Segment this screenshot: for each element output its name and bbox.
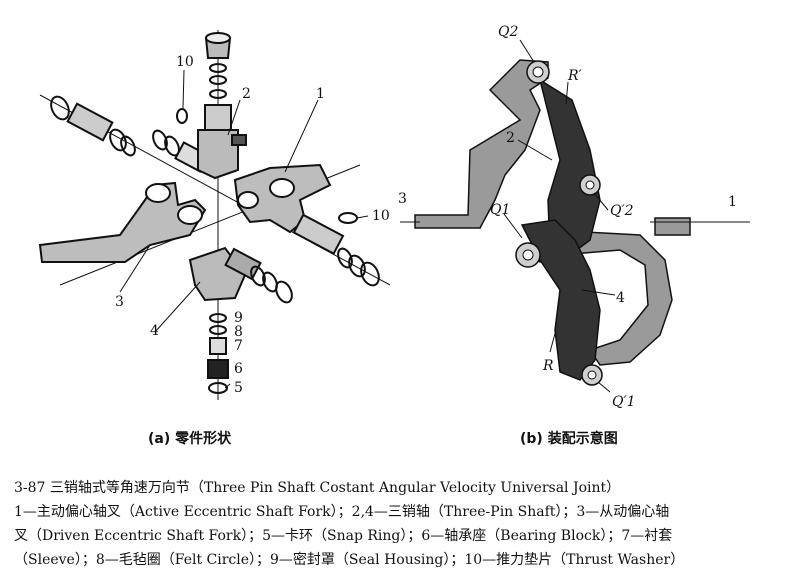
leader-lines-a: [119, 69, 369, 389]
label-b-3: 3: [398, 191, 407, 207]
lower-right-pin-parts: [250, 212, 380, 304]
caption-line-2: 1—主动偏心轴叉（Active Eccentric Shaft Fork）；2,…: [14, 504, 670, 520]
label-b-4: 4: [616, 290, 625, 306]
bottom-pin-stack: [207, 313, 229, 394]
label-a-7: 7: [234, 338, 243, 354]
exploded-view-a: [38, 30, 391, 400]
label-a-5: 5: [234, 380, 243, 396]
label-b-q1-prime: Q′1: [612, 394, 636, 410]
top-pin-stack: [204, 32, 232, 134]
assembly-view-b: [400, 39, 750, 393]
caption-line-4: （Sleeve）；8—毛毡圈（Felt Circle）；9—密封罩（Seal H…: [14, 552, 685, 568]
labels-b: Q2 R′ 2 3 Q1 Q′2 1 4 R Q′1: [398, 24, 737, 410]
labels-a: 1 2 3 4 5 6 7 8 9 10 10: [115, 54, 390, 396]
label-b-q2-prime: Q′2: [610, 203, 634, 219]
three-pin-shaft-2: [197, 129, 247, 180]
fork-3-shape: [414, 59, 549, 229]
label-b-q1: Q1: [490, 202, 510, 218]
label-a-1: 1: [316, 86, 325, 102]
figure-canvas: 1 2 3 4 5 6 7 8 9 10 10: [38, 24, 750, 410]
label-b-1: 1: [728, 194, 737, 210]
label-a-6: 6: [234, 361, 243, 377]
caption-line-3: 叉（Driven Eccentric Shaft Fork）；5—卡环（Snap…: [14, 528, 673, 544]
subfigure-a-caption: (a) 零件形状: [148, 431, 232, 447]
label-a-8: 8: [234, 324, 243, 340]
label-a-3: 3: [115, 294, 124, 310]
figure-caption: 3-87 三销轴式等角速万向节（Three Pin Shaft Costant …: [14, 476, 779, 572]
active-fork-1: [233, 163, 332, 234]
label-a-2: 2: [242, 86, 251, 102]
label-b-r: R: [542, 358, 554, 374]
subfigure-b-caption: (b) 装配示意图: [520, 431, 618, 447]
label-b-2: 2: [506, 130, 515, 146]
label-b-q2: Q2: [498, 24, 518, 40]
caption-line-1: 3-87 三销轴式等角速万向节（Three Pin Shaft Costant …: [14, 480, 621, 496]
label-a-9: 9: [234, 310, 243, 326]
driven-fork-3: [38, 181, 207, 263]
label-a-4: 4: [150, 323, 159, 339]
label-b-r-prime: R′: [567, 68, 583, 84]
three-pin-shaft-4: [188, 246, 262, 302]
label-a-10-right: 10: [372, 208, 390, 224]
label-a-10-top: 10: [176, 54, 194, 70]
upper-left-pin-parts: [50, 95, 210, 173]
